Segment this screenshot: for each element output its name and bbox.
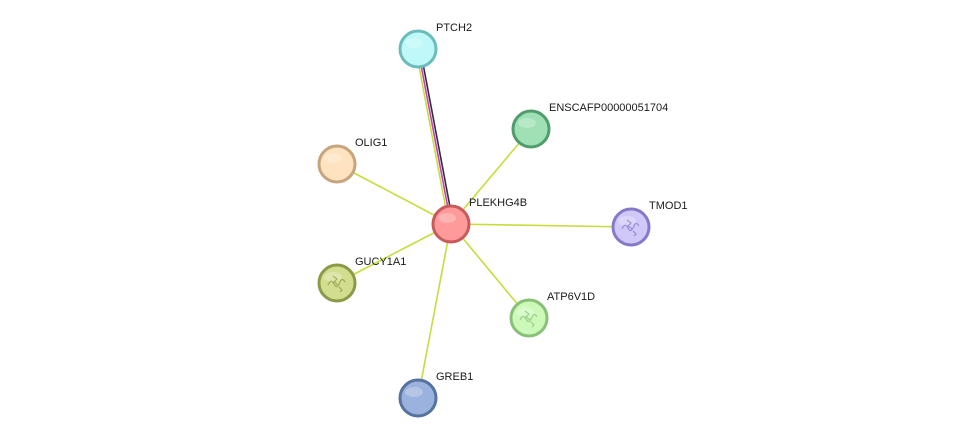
node-label: OLIG1 [355, 137, 387, 149]
node-highlight [405, 38, 423, 48]
node-highlight [618, 216, 636, 226]
edge-line [417, 223, 452, 399]
node-circle[interactable] [398, 29, 438, 69]
edge-layer [336, 48, 632, 399]
node-label: GREB1 [436, 371, 473, 383]
node-circle[interactable] [511, 109, 551, 149]
node-label: ENSCAFP00000051704 [549, 102, 668, 114]
protein-structure-icon [621, 219, 640, 237]
node-highlight [405, 387, 423, 397]
edge-line [336, 163, 452, 225]
node-label: TMOD1 [649, 200, 688, 212]
edge-line [450, 223, 530, 319]
protein-structure-icon [327, 275, 346, 293]
edge-plekhg4b-olig1[interactable] [336, 163, 452, 225]
node-circle[interactable] [611, 207, 651, 247]
node-highlight [438, 213, 456, 223]
edge-plekhg4b-tmod1[interactable] [450, 223, 632, 228]
edge-plekhg4b-gucy1a1[interactable] [336, 223, 452, 284]
edge-line [415, 49, 450, 225]
edge-plekhg4b-enscafp00000051704[interactable] [450, 128, 532, 225]
node-circle[interactable] [509, 298, 549, 338]
edge-plekhg4b-greb1[interactable] [417, 223, 452, 399]
node-circle[interactable] [398, 378, 438, 418]
node-layer: PLEKHG4B PTCH2ENSCAFP00000051704OLIG1TMOD… [317, 22, 688, 418]
node-ptch2[interactable]: PTCH2 [398, 22, 472, 69]
node-highlight [518, 118, 536, 128]
node-enscafp00000051704[interactable]: ENSCAFP00000051704 [511, 102, 668, 149]
edge-line [417, 48, 452, 225]
node-label: PTCH2 [436, 22, 472, 34]
node-plekhg4b[interactable]: PLEKHG4B [431, 197, 527, 244]
node-gucy1a1[interactable]: GUCY1A1 [317, 256, 406, 303]
node-olig1[interactable]: OLIG1 [317, 137, 387, 184]
edge-line [336, 223, 452, 284]
node-highlight [324, 153, 342, 163]
edge-line [450, 128, 532, 225]
node-highlight [324, 272, 342, 282]
node-highlight [516, 307, 534, 317]
node-circle[interactable] [431, 204, 471, 244]
edge-line [419, 48, 454, 224]
edge-line [450, 223, 632, 228]
node-circle[interactable] [317, 144, 357, 184]
edge-plekhg4b-ptch2[interactable] [415, 48, 454, 225]
node-greb1[interactable]: GREB1 [398, 371, 473, 418]
node-circle[interactable] [317, 263, 357, 303]
protein-structure-icon [519, 310, 538, 328]
node-label: GUCY1A1 [355, 256, 406, 268]
node-atp6v1d[interactable]: ATP6V1D [509, 291, 595, 338]
node-tmod1[interactable]: TMOD1 [611, 200, 688, 247]
node-label: PLEKHG4B [469, 197, 527, 209]
edge-plekhg4b-atp6v1d[interactable] [450, 223, 530, 319]
node-label: ATP6V1D [547, 291, 595, 303]
